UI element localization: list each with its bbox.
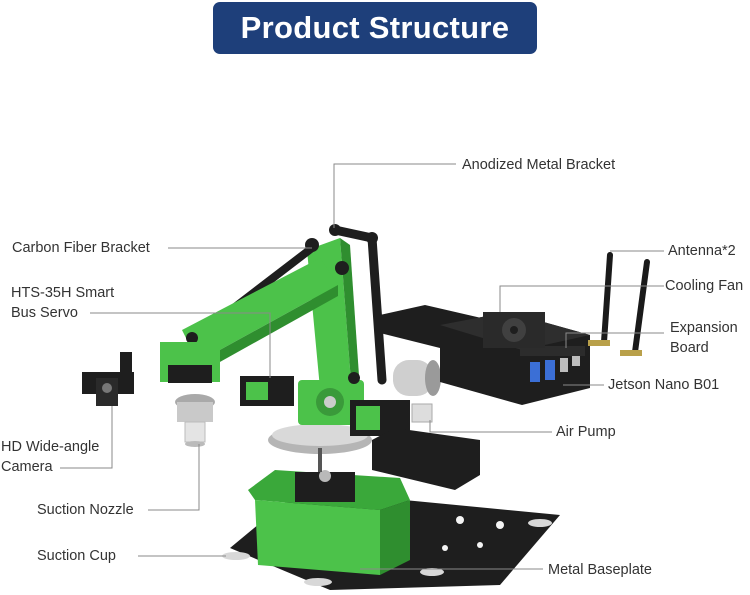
label-suction-cup: Suction Cup <box>37 548 116 564</box>
label-cooling-fan: Cooling Fan <box>665 278 744 294</box>
label-expansion-board-line1: Expansion <box>670 320 738 336</box>
label-hts-servo-line2: Bus Servo <box>11 305 78 321</box>
label-metal-baseplate: Metal Baseplate <box>548 562 652 578</box>
label-hts-servo-line1: HTS-35H Smart <box>11 285 115 301</box>
leader-lines <box>60 163 664 570</box>
title-banner: Product Structure <box>213 2 537 54</box>
label-antenna: Antenna*2 <box>668 243 736 259</box>
baseplate-feet <box>222 519 552 586</box>
label-air-pump: Air Pump <box>556 424 616 440</box>
label-carbon-fiber-bracket: Carbon Fiber Bracket <box>12 240 150 256</box>
pump-bracket <box>372 428 480 490</box>
base-box-side <box>380 500 410 575</box>
label-suction-nozzle: Suction Nozzle <box>37 502 134 518</box>
suction-cup <box>184 421 206 443</box>
label-hd-camera-line1: HD Wide-angle <box>1 439 100 455</box>
antenna-left <box>601 252 613 345</box>
label-expansion-board-line2: Board <box>670 340 709 356</box>
forearm-green <box>182 258 338 362</box>
label-hd-camera-line2: Camera <box>1 459 53 475</box>
base-box-front <box>255 500 380 575</box>
expansion-board <box>520 346 585 356</box>
air-pump <box>393 360 433 396</box>
usb-ports <box>530 356 580 382</box>
carbon-fiber-link-back <box>367 233 387 385</box>
label-jetson-nano: Jetson Nano B01 <box>608 377 720 393</box>
label-anodized-metal-bracket: Anodized Metal Bracket <box>462 157 616 173</box>
antenna-right <box>632 259 650 355</box>
page-title: Product Structure <box>240 10 510 45</box>
baseplate-holes <box>442 516 504 551</box>
